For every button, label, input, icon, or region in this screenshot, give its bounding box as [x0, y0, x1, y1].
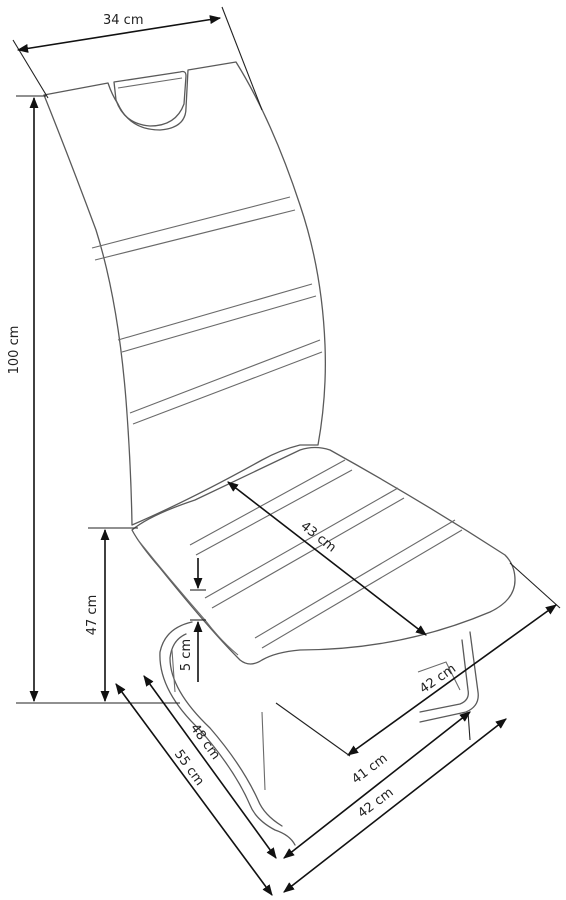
dim-seat-depth: 43 cm	[227, 481, 427, 636]
label-seat-depth: 43 cm	[298, 519, 339, 556]
label-back-width: 34 cm	[103, 13, 144, 28]
chair-outline	[43, 61, 516, 846]
dim-back-width: 34 cm	[12, 6, 263, 111]
back-stitch-2	[117, 283, 317, 353]
label-seat-height: 47 cm	[85, 595, 100, 636]
back-stitch-1	[91, 196, 296, 261]
handle-inner	[117, 77, 183, 89]
dim-seat-thickness: 5 cm	[179, 558, 206, 682]
dim-base-width-outer: 42 cm	[283, 718, 507, 893]
label-total-height: 100 cm	[7, 326, 22, 375]
seat-stitch-2	[204, 487, 405, 609]
back-stitch-3	[129, 339, 323, 425]
label-base-width-outer: 42 cm	[355, 785, 396, 821]
seat-stitch-3	[254, 519, 463, 649]
label-base-width-inner: 41 cm	[349, 751, 390, 787]
handle-hole	[113, 70, 187, 127]
backrest-outline	[43, 61, 327, 526]
dim-frame-depth-inner: 48 cm	[143, 675, 277, 859]
seat-front-edge	[137, 539, 239, 656]
dim-seat-height: 47 cm	[85, 527, 138, 703]
dim-frame-depth-outer: 55 cm	[115, 683, 273, 896]
dim-seat-width: 42 cm	[275, 562, 561, 757]
label-seat-thickness: 5 cm	[179, 639, 194, 671]
